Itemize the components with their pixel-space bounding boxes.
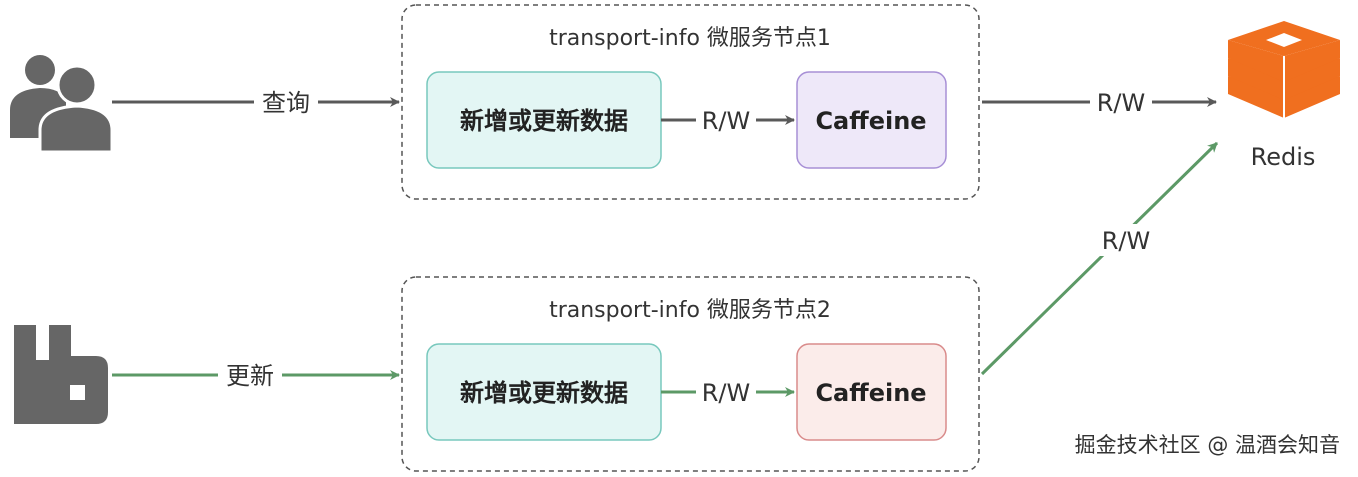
node-2-inner-label-bg (696, 378, 756, 406)
node-1-title: transport-info 微服务节点1 (549, 26, 831, 51)
node-2-caffeine-box[interactable]: Caffeine (796, 343, 947, 441)
update-label: 更新 (226, 362, 274, 390)
query-label: 查询 (262, 89, 310, 117)
users-icon (10, 55, 114, 154)
node-2-caffeine-label: Caffeine (815, 379, 926, 407)
node-2-update-box-label: 新增或更新数据 (460, 379, 628, 407)
redis-icon (1228, 21, 1340, 118)
microservice-node-2: transport-info 微服务节点2 新增或更新数据 Caffeine R… (401, 276, 980, 472)
message-queue-icon (14, 325, 108, 424)
microservice-node-1: transport-info 微服务节点1 新增或更新数据 Caffeine R… (401, 4, 980, 200)
node-2-to-redis-arrow (980, 141, 1219, 376)
node-1-to-redis-label: R/W (1097, 89, 1146, 117)
node-1-caffeine-label: Caffeine (815, 107, 926, 135)
watermark: 掘金技术社区 @ 温酒会知音 (1075, 433, 1340, 457)
node-1-update-box-label: 新增或更新数据 (460, 107, 628, 135)
node-1-redis-label-bg (1090, 88, 1152, 116)
node-1-inner-edge-label: R/W (702, 107, 751, 135)
node-1-update-box[interactable]: 新增或更新数据 (426, 71, 662, 169)
node-1-caffeine-box[interactable]: Caffeine (796, 71, 947, 169)
node-2-update-box[interactable]: 新增或更新数据 (426, 343, 662, 441)
node-2-title: transport-info 微服务节点2 (549, 298, 831, 323)
update-label-bg (218, 360, 282, 390)
node-2-inner-edge-label: R/W (702, 379, 751, 407)
redis-label: Redis (1251, 143, 1316, 171)
query-label-bg (254, 87, 318, 117)
node-1-inner-label-bg (696, 106, 756, 134)
node-2-redis-label-bg (1094, 224, 1158, 256)
node-2-to-redis-label: R/W (1102, 227, 1151, 255)
